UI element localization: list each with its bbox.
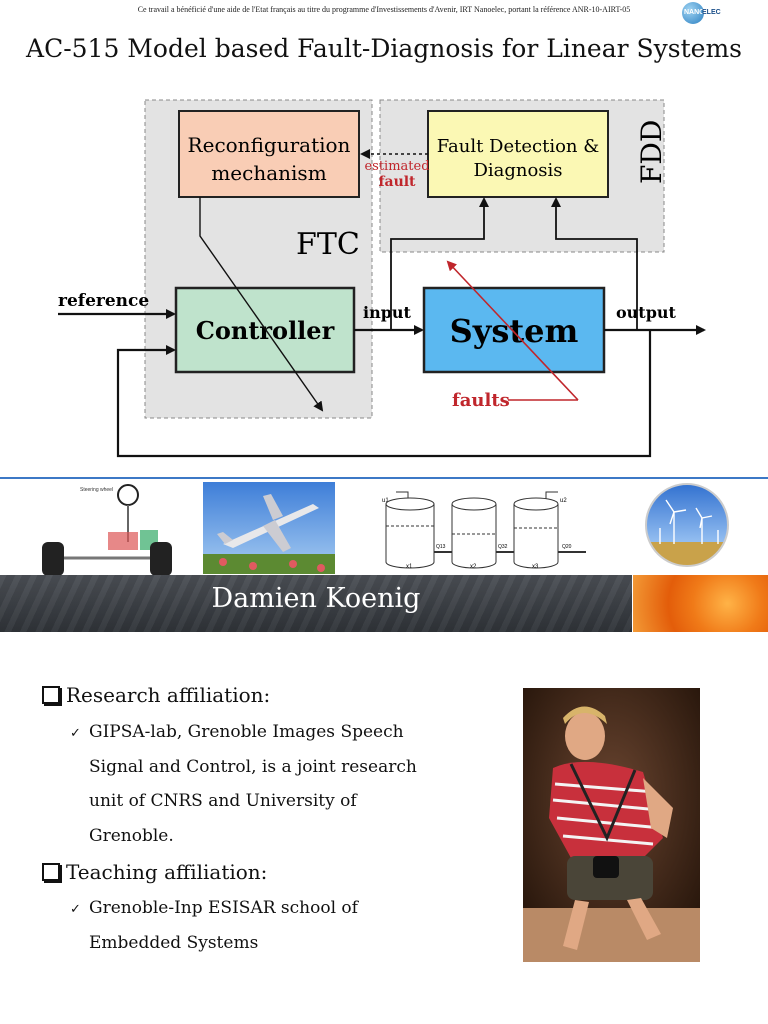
research-line: Signal and Control, is a joint research [89,756,417,777]
svg-text:u1: u1 [382,498,389,504]
teaching-line: Embedded Systems [89,932,259,953]
research-heading-text: Research affiliation: [66,683,271,707]
speaker-name: Damien Koenig [211,583,421,614]
funding-note: Ce travail a bénéficié d'une aide de l'E… [137,5,631,14]
reconfiguration-label-1: Reconfiguration [188,133,351,157]
three-tank-system-image: u1 u2 x1 x2 x3 Q13 Q32 Q20 [382,491,586,570]
svg-text:x1: x1 [406,564,413,570]
controller-label: Controller [196,316,335,345]
reconfiguration-arrow [199,197,324,412]
steering-system-image: Steering wheel [42,484,172,576]
teaching-line: Grenoble-Inp ESISAR school of [89,898,358,918]
teaching-heading-text: Teaching affiliation: [66,860,268,884]
page-title: AC-515 Model based Fault-Diagnosis for L… [26,34,742,63]
faults-arrow [446,260,579,401]
svg-text:x3: x3 [532,564,539,570]
feedback-loop [116,330,652,458]
research-details: ✓ GIPSA-lab, Grenoble Images Speech Sign… [70,715,490,853]
reconfiguration-box [178,110,360,198]
logo-sphere-icon [682,2,704,24]
logo-text-elec: ELEC [702,9,721,16]
input-to-fdd [390,197,489,330]
wind-turbines-image [645,483,729,567]
svg-text:Q32: Q32 [498,544,508,550]
faults-label: faults [452,390,510,411]
steering-label: Steering wheel [80,487,113,493]
fault-label: fault [378,174,416,190]
research-heading: Research affiliation: [42,683,270,707]
reference-label: reference [58,291,149,311]
fdd-label: FDD [635,120,668,184]
speaker-photo [523,688,700,962]
reconfiguration-label-2: mechanism [211,161,326,185]
fdd-box [427,110,609,198]
name-banner [0,575,632,632]
research-line: Grenoble. [89,825,174,846]
fdd-box-label-1: Fault Detection & [437,136,600,157]
input-label: input [363,303,412,322]
checkmark-icon: ✓ [70,902,81,917]
output-label: output [616,303,677,322]
output-to-fdd [551,197,638,330]
checkbox-bullet-icon [42,686,60,704]
nanoelec-logo: NANO ELEC [682,2,726,24]
ftc-label: FTC [296,227,360,262]
ftc-block-diagram: Reconfiguration mechanism Fault Detectio… [58,99,706,458]
airplane-image [203,482,335,574]
research-line: GIPSA-lab, Grenoble Images Speech [89,722,404,742]
teaching-details: ✓ Grenoble-Inp ESISAR school of Embedded… [70,891,490,960]
teaching-heading: Teaching affiliation: [42,860,267,884]
svg-text:Q20: Q20 [562,544,572,550]
svg-text:u2: u2 [560,498,567,504]
divider-top [0,477,768,479]
research-line: unit of CNRS and University of [89,791,357,811]
svg-text:x2: x2 [470,564,477,570]
application-thumbnails: Steering wheel u1 u2 [0,478,768,576]
checkbox-bullet-icon [42,863,60,881]
estimated-label: estimated [364,159,429,174]
system-box [422,286,606,374]
logo-text-nano: NANO [684,9,705,16]
decorative-orange-panel [633,575,768,632]
checkmark-icon: ✓ [70,726,81,741]
fdd-box-label-2: Diagnosis [473,160,562,181]
svg-text:Q13: Q13 [436,544,446,550]
